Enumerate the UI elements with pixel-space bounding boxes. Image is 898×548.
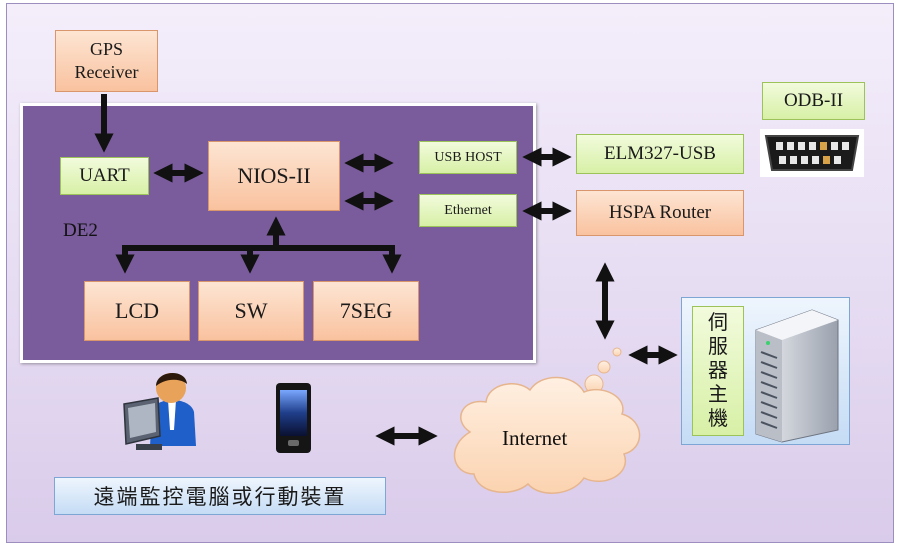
sw-label: SW — [234, 298, 268, 323]
de2-label: DE2 — [63, 220, 98, 241]
user-computer-icon — [123, 372, 196, 450]
hspa-router-box: HSPA Router — [576, 190, 744, 236]
gps-receiver-label: GPS Receiver — [74, 39, 139, 82]
nios-ii-box: NIOS-II — [208, 141, 340, 211]
internet-label: Internet — [502, 426, 568, 450]
odb-ii-box: ODB-II — [762, 82, 865, 120]
ethernet-label: Ethernet — [444, 202, 492, 218]
obd-connector-icon — [760, 129, 864, 177]
lcd-box: LCD — [84, 281, 190, 341]
server-host-label: 伺服器主機 — [708, 312, 728, 430]
elm327-usb-box: ELM327-USB — [576, 134, 744, 174]
7seg-box: 7SEG — [313, 281, 419, 341]
remote-devices-label: 遠端監控電腦或行動裝置 — [93, 485, 347, 509]
gps-receiver-box: GPS Receiver — [55, 30, 158, 92]
uart-box: UART — [60, 157, 149, 195]
server-icon — [755, 309, 839, 443]
remote-devices-box: 遠端監控電腦或行動裝置 — [54, 477, 386, 515]
odb-ii-label: ODB-II — [783, 90, 844, 111]
nios-ii-label: NIOS-II — [237, 163, 311, 188]
lcd-label: LCD — [115, 298, 159, 323]
uart-label: UART — [79, 165, 130, 186]
elm327-usb-label: ELM327-USB — [604, 143, 716, 164]
usb-host-label: USB HOST — [434, 149, 502, 165]
server-host-box: 伺服器主機 — [692, 306, 744, 436]
nios-bus-tree — [115, 216, 402, 274]
7seg-label: 7SEG — [339, 298, 393, 323]
usb-host-box: USB HOST — [419, 141, 517, 174]
sw-box: SW — [198, 281, 304, 341]
mobile-phone-icon — [276, 383, 311, 453]
ethernet-box: Ethernet — [419, 194, 517, 227]
hspa-router-label: HSPA Router — [608, 202, 712, 223]
cloud-icon — [453, 347, 641, 494]
